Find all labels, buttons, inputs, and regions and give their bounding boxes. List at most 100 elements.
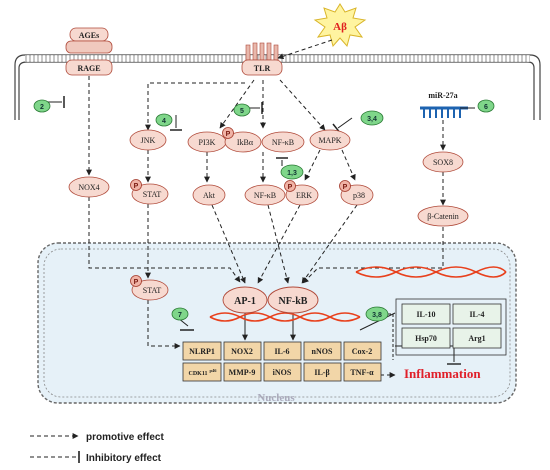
rage-receptor: AGEs RAGE bbox=[65, 27, 113, 76]
anti-inflammatory-panel: IL-10 IL-4 Hsp70 Arg1 bbox=[395, 298, 507, 356]
mirna-label: miR-27a bbox=[428, 91, 457, 100]
legend-inhibitory: Inhibitory effect bbox=[30, 451, 162, 464]
nfkb-nuc-label: NF-kB bbox=[279, 296, 308, 307]
rage-label: RAGE bbox=[77, 64, 100, 73]
gene-label: IL-6 bbox=[274, 347, 289, 356]
node-ap1: AP-1 bbox=[222, 286, 268, 314]
phospho-label: P bbox=[226, 131, 231, 138]
gene-cell: NLRP1 bbox=[182, 341, 222, 361]
abeta-label: Aβ bbox=[333, 21, 347, 33]
badge-6: 6 bbox=[477, 99, 495, 113]
badge-text: 3,4 bbox=[367, 116, 377, 123]
sox8-label: SOX8 bbox=[433, 158, 453, 167]
node-pi3k: PI3K bbox=[187, 131, 227, 153]
tlr-receptor: TLR bbox=[241, 42, 283, 76]
phospho-stat1: P bbox=[130, 179, 142, 191]
gene-cell: IL-6 bbox=[263, 341, 302, 361]
gene-label: NLRP1 bbox=[189, 347, 215, 356]
badge-5: 5 bbox=[233, 103, 251, 117]
node-jnk: JNK bbox=[129, 129, 167, 151]
badge-text: 3,8 bbox=[372, 312, 382, 319]
badge-1-3: 1,3 bbox=[280, 164, 304, 180]
badge-3-4: 3,4 bbox=[360, 110, 384, 126]
gene-cell: nNOS bbox=[303, 341, 342, 361]
gene-cell: IL-β bbox=[303, 362, 342, 382]
gene-label: Cox-2 bbox=[352, 347, 372, 356]
gene-label: NOX2 bbox=[231, 347, 253, 356]
node-nox4: NOX4 bbox=[68, 176, 110, 198]
badge-text: 6 bbox=[484, 104, 488, 111]
bcatenin-label: β-Catenin bbox=[427, 212, 459, 221]
badges: 2 4 5 1,3 3,4 6 7 3,8 bbox=[33, 99, 495, 322]
legend: promotive effect Inhibitory effect bbox=[30, 432, 164, 464]
node-beta-catenin: β-Catenin bbox=[417, 205, 469, 227]
gene-label-superscript: p46 bbox=[209, 368, 217, 373]
node-mapk: MAPK bbox=[309, 129, 351, 151]
p38-label: p38 bbox=[353, 191, 365, 200]
phospho-label: P bbox=[134, 183, 139, 190]
abeta-stimulus: Aβ bbox=[313, 3, 367, 48]
badge-text: 2 bbox=[40, 104, 44, 111]
dna-helix-upper bbox=[355, 266, 507, 278]
phospho-label: P bbox=[343, 184, 348, 191]
gene-label: CDK11 bbox=[188, 371, 207, 377]
badge-4: 4 bbox=[155, 113, 173, 127]
ikba-label: IkBα bbox=[237, 138, 254, 147]
badge-text: 5 bbox=[240, 108, 244, 115]
phospho-ikba: P bbox=[222, 127, 234, 139]
badge-text: 4 bbox=[162, 118, 166, 125]
phospho-label: P bbox=[134, 279, 139, 286]
tlr-label: TLR bbox=[254, 64, 271, 73]
nfkb-cyto-label: NF-κB bbox=[272, 138, 294, 147]
badge-3-8: 3,8 bbox=[365, 306, 389, 322]
factor-label: Hsp70 bbox=[415, 334, 437, 343]
node-sox8: SOX8 bbox=[422, 151, 464, 173]
anti-inflammatory-factor: IL-10 bbox=[401, 303, 451, 325]
node-nfkb-2: NF-κB bbox=[244, 184, 286, 206]
anti-inflammatory-factor: Arg1 bbox=[452, 327, 502, 349]
anti-inflammatory-factor: Hsp70 bbox=[401, 327, 451, 349]
akt-label: Akt bbox=[203, 191, 216, 200]
badge-7: 7 bbox=[171, 307, 189, 321]
gene-label: iNOS bbox=[273, 368, 292, 377]
stat1-label: STAT bbox=[143, 190, 162, 199]
factor-label: Arg1 bbox=[468, 334, 485, 343]
nfkb2-label: NF-κB bbox=[254, 191, 276, 200]
inhibition-marks bbox=[48, 96, 475, 360]
ap1-label: AP-1 bbox=[234, 296, 256, 307]
gene-label: IL-β bbox=[314, 368, 329, 377]
node-nfkb-nuclear: NF-kB bbox=[267, 286, 319, 314]
factor-label: IL-4 bbox=[469, 310, 484, 319]
phospho-erk: P bbox=[284, 180, 296, 192]
stat2-label: STAT bbox=[143, 286, 162, 295]
gene-cell: MMP-9 bbox=[223, 362, 262, 382]
badge-text: 7 bbox=[178, 312, 182, 319]
nox4-label: NOX4 bbox=[78, 183, 99, 192]
node-ikba: IkBα bbox=[224, 131, 262, 153]
legend-promotive-label: promotive effect bbox=[86, 432, 164, 443]
erk-label: ERK bbox=[296, 191, 312, 200]
dna-helix-lower bbox=[209, 312, 361, 322]
jnk-label: JNK bbox=[141, 136, 156, 145]
phospho-stat2: P bbox=[130, 275, 142, 287]
node-akt: Akt bbox=[192, 184, 226, 206]
node-stat-cyto: STAT bbox=[131, 183, 169, 205]
pi3k-label: PI3K bbox=[199, 138, 216, 147]
inflammation-label: Inflammation bbox=[404, 366, 481, 381]
gene-cell: iNOS bbox=[263, 362, 302, 382]
mir-27a: miR-27a bbox=[420, 91, 468, 118]
ages-label: AGEs bbox=[79, 31, 99, 40]
node-nfkb-cyto: NF-κB bbox=[261, 131, 305, 153]
nucleus-label: Nucleus bbox=[257, 392, 295, 404]
legend-inhibitory-label: Inhibitory effect bbox=[86, 453, 162, 464]
anti-inflammatory-factor: IL-4 bbox=[452, 303, 502, 325]
gene-cell: NOX2 bbox=[223, 341, 262, 361]
legend-promotive: promotive effect bbox=[30, 432, 164, 443]
phospho-p38: P bbox=[339, 180, 351, 192]
gene-cell: Cox-2 bbox=[343, 341, 382, 361]
phospho-marks: P P P P P bbox=[130, 127, 351, 287]
gene-cell: TNF-α bbox=[343, 362, 382, 382]
